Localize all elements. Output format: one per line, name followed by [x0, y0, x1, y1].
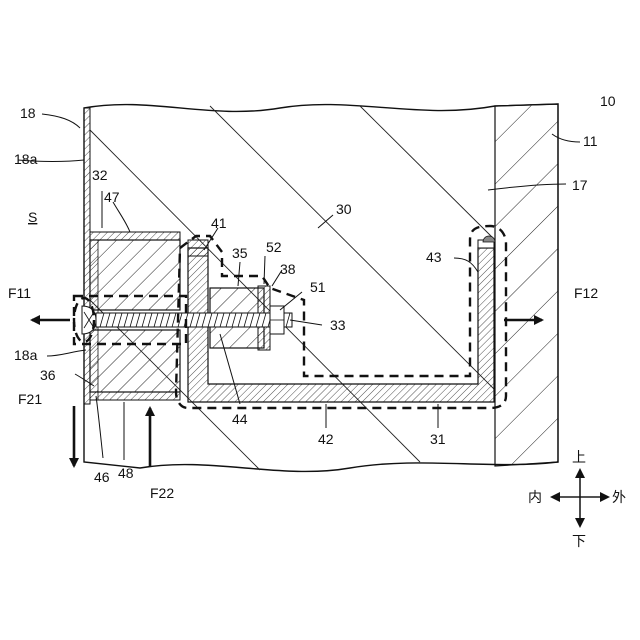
four-way-arrow-icon: [552, 470, 608, 526]
compass-down: 下: [572, 534, 586, 550]
label-31: 31: [430, 431, 446, 447]
label-48: 48: [118, 465, 134, 481]
compass-outer: 外: [612, 490, 626, 506]
block-32-upper: [90, 240, 180, 310]
label-47: 47: [104, 189, 120, 205]
label-33: 33: [330, 317, 346, 333]
label-41: 41: [211, 215, 227, 231]
outer-skin-18: [84, 108, 90, 404]
label-18: 18: [20, 105, 36, 121]
label-F12: F12: [574, 285, 598, 301]
block-36-lower: [90, 330, 180, 392]
plate-47: [90, 232, 180, 240]
label-11: 11: [583, 133, 598, 149]
compass-inner: 内: [528, 490, 542, 506]
label-51: 51: [310, 279, 326, 295]
label-43: 43: [426, 249, 442, 265]
label-46: 46: [94, 469, 110, 485]
label-52: 52: [266, 239, 282, 255]
label-F22: F22: [150, 485, 174, 501]
label-F11: F11: [8, 285, 31, 301]
label-38: 38: [280, 261, 296, 277]
label-44: 44: [232, 411, 248, 427]
right-wall-11: [495, 104, 558, 466]
compass-up: 上: [572, 450, 586, 466]
label-35: 35: [232, 245, 248, 261]
label-10: 10: [600, 93, 616, 109]
label-42: 42: [318, 431, 334, 447]
plate-48: [90, 392, 180, 400]
label-18a-mid: 18a: [14, 347, 38, 363]
label-S: S: [28, 209, 37, 225]
label-18a-top: 18a: [14, 151, 38, 167]
label-30: 30: [336, 201, 352, 217]
label-36: 36: [40, 367, 56, 383]
label-F21: F21: [18, 391, 42, 407]
label-32: 32: [92, 167, 108, 183]
label-17: 17: [572, 177, 588, 193]
compass-labels: 上 下 内 外: [528, 450, 626, 550]
